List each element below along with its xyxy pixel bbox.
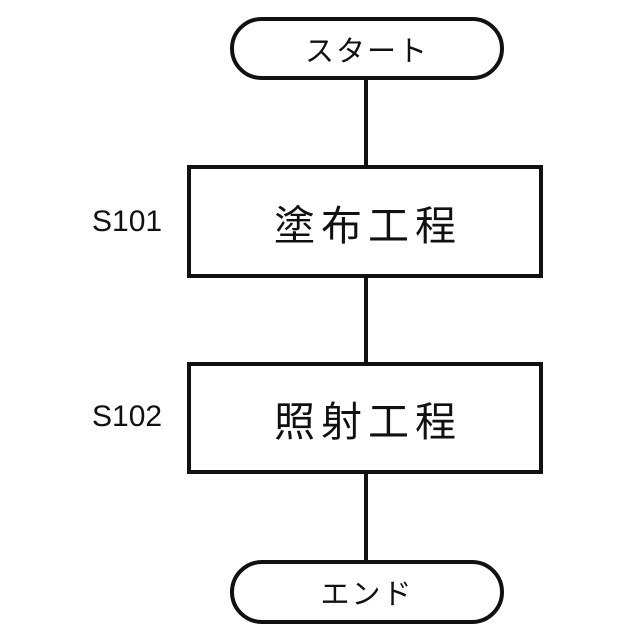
process-box-s101: 塗布工程 [187, 165, 543, 278]
end-label: エンド [320, 579, 414, 611]
process-label-s101: 塗布工程 [274, 202, 462, 249]
end-terminator: エンド [230, 560, 504, 624]
connector-s101-to-s102 [364, 276, 368, 366]
process-label-s102: 照射工程 [274, 399, 462, 445]
step-id-s101: S101 [92, 205, 163, 238]
process-box-s102: 照射工程 [187, 362, 543, 474]
start-terminator: スタート [230, 17, 504, 80]
connector-start-to-s101 [364, 78, 368, 170]
step-id-s102: S102 [92, 400, 163, 433]
connector-s102-to-end [364, 472, 368, 564]
start-label: スタート [304, 35, 429, 68]
